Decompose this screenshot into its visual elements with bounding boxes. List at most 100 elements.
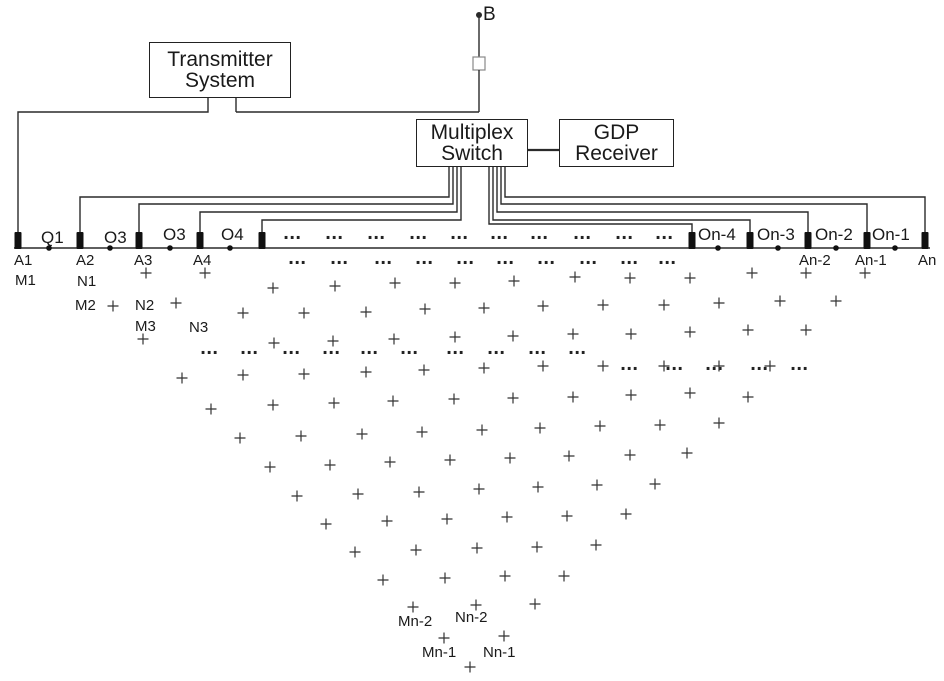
multiplex-wire-right-1 bbox=[504, 167, 926, 232]
measurement-point-58 bbox=[742, 391, 754, 403]
electrode-5 bbox=[258, 232, 266, 249]
measurement-point-80 bbox=[532, 481, 544, 493]
transmitter-line1: Transmitter bbox=[167, 48, 273, 71]
ellipsis-mid-2: ··· bbox=[240, 343, 258, 362]
midpoint-dot-1 bbox=[46, 245, 52, 251]
measurement-point-17 bbox=[237, 307, 249, 319]
transmitter-system-box: Transmitter System bbox=[149, 42, 291, 98]
measurement-point-60 bbox=[295, 430, 307, 442]
ellipsis-mid-5: ··· bbox=[360, 343, 378, 362]
measurement-point-88 bbox=[620, 508, 632, 520]
ellipsis-top-3: ··· bbox=[367, 228, 385, 247]
midpoint-dot-8 bbox=[892, 245, 898, 251]
measurement-point-84 bbox=[381, 515, 393, 527]
ellipsis-upper-1: ··· bbox=[288, 253, 306, 272]
measurement-point-101 bbox=[438, 632, 450, 644]
label-nn2: Nn-2 bbox=[455, 609, 488, 626]
electrode-6 bbox=[688, 232, 696, 249]
midpoint-label-o3a: O3 bbox=[104, 228, 127, 247]
electrode-label-an1: An-1 bbox=[855, 252, 887, 269]
measurement-point-26 bbox=[774, 295, 786, 307]
measurement-point-64 bbox=[534, 422, 546, 434]
multiplex-switch-box: Multiplex Switch bbox=[416, 119, 528, 167]
terminal-b-label: B bbox=[483, 4, 496, 25]
measurement-point-52 bbox=[387, 395, 399, 407]
measurement-point-45 bbox=[597, 360, 609, 372]
measurement-point-7 bbox=[329, 280, 341, 292]
measurement-point-12 bbox=[624, 272, 636, 284]
measurement-point-81 bbox=[591, 479, 603, 491]
midpoint-label-on4: On-4 bbox=[698, 225, 736, 244]
ellipsis-mid-9: ··· bbox=[528, 343, 546, 362]
label-mn1: Mn-1 bbox=[422, 644, 457, 661]
measurement-point-15 bbox=[800, 267, 812, 279]
electrode-2 bbox=[76, 232, 84, 249]
electrode-label-a2: A2 bbox=[76, 252, 95, 269]
electrode-label-an2: An-2 bbox=[799, 252, 831, 269]
measurement-point-54 bbox=[507, 392, 519, 404]
measurement-point-94 bbox=[377, 574, 389, 586]
multiplex-wire-right-5 bbox=[488, 167, 693, 232]
b-box bbox=[472, 56, 486, 71]
measurement-point-91 bbox=[471, 542, 483, 554]
electrode-4 bbox=[196, 232, 204, 249]
measurement-point-100 bbox=[529, 598, 541, 610]
measurement-point-42 bbox=[418, 364, 430, 376]
ellipsis-mid-7: ··· bbox=[446, 343, 464, 362]
measurement-point-85 bbox=[441, 513, 453, 525]
measurement-point-56 bbox=[625, 389, 637, 401]
measurement-point-72 bbox=[504, 452, 516, 464]
ellipsis-top-1: ··· bbox=[283, 228, 301, 247]
measurement-point-99 bbox=[470, 599, 482, 611]
multiplex-wire-left-3 bbox=[199, 167, 458, 232]
ellipsis-mid-4: ··· bbox=[322, 343, 340, 362]
multiplex-wire-left-2 bbox=[138, 167, 454, 232]
measurement-point-51 bbox=[328, 397, 340, 409]
measurement-point-2 bbox=[199, 267, 211, 279]
midpoint-label-on1: On-1 bbox=[872, 225, 910, 244]
measurement-point-33 bbox=[567, 328, 579, 340]
measurement-point-10 bbox=[508, 275, 520, 287]
measurement-point-74 bbox=[624, 449, 636, 461]
measurement-point-14 bbox=[746, 267, 758, 279]
measurement-point-53 bbox=[448, 393, 460, 405]
ellipsis-top-5: ··· bbox=[450, 228, 468, 247]
receiver-line2: Receiver bbox=[575, 142, 658, 165]
measurement-point-103 bbox=[464, 661, 476, 673]
measurement-point-46 bbox=[658, 360, 670, 372]
measurement-point-49 bbox=[205, 403, 217, 415]
measurement-point-77 bbox=[352, 488, 364, 500]
label-m3: M3 bbox=[135, 318, 156, 335]
measurement-point-55 bbox=[567, 391, 579, 403]
measurement-point-65 bbox=[594, 420, 606, 432]
measurement-point-25 bbox=[713, 297, 725, 309]
measurement-point-47 bbox=[713, 360, 725, 372]
midpoint-dot-4 bbox=[227, 245, 233, 251]
label-mn2: Mn-2 bbox=[398, 613, 433, 630]
electrode-label-a3: A3 bbox=[134, 252, 153, 269]
multiplex-wire-right-3 bbox=[496, 167, 809, 232]
label-n3: N3 bbox=[189, 319, 209, 336]
midpoint-label-o4: O4 bbox=[221, 225, 244, 244]
measurement-point-27 bbox=[830, 295, 842, 307]
measurement-point-83 bbox=[320, 518, 332, 530]
measurement-point-98 bbox=[407, 601, 419, 613]
ellipsis-right-1: ··· bbox=[620, 359, 638, 378]
electrode-10 bbox=[921, 232, 929, 249]
measurement-point-62 bbox=[416, 426, 428, 438]
measurement-point-73 bbox=[563, 450, 575, 462]
multiplex-line2: Switch bbox=[441, 142, 503, 165]
ellipsis-mid-6: ··· bbox=[400, 343, 418, 362]
measurement-point-35 bbox=[684, 326, 696, 338]
ellipsis-top-8: ··· bbox=[573, 228, 591, 247]
measurement-point-1 bbox=[140, 267, 152, 279]
measurement-point-9 bbox=[449, 277, 461, 289]
electrode-8 bbox=[804, 232, 812, 249]
measurement-point-76 bbox=[291, 490, 303, 502]
measurement-point-95 bbox=[439, 572, 451, 584]
measurement-point-4 bbox=[170, 297, 182, 309]
multiplex-wire-right-4 bbox=[492, 167, 751, 232]
midpoint-label-on2: On-2 bbox=[815, 225, 853, 244]
midpoint-dot-5 bbox=[715, 245, 721, 251]
